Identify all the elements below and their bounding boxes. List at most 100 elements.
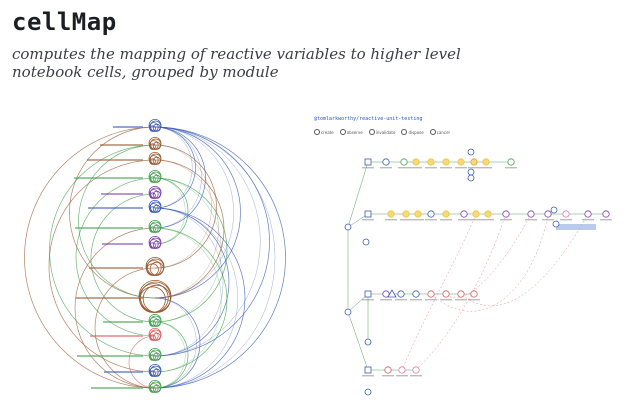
page-title: cellMap xyxy=(12,8,117,36)
graph-node-label-line xyxy=(505,167,517,169)
node-cluster xyxy=(149,176,156,183)
node-label-line xyxy=(113,126,143,128)
graph-node xyxy=(398,366,406,374)
graph-node-triangle xyxy=(387,289,397,298)
graph-node-label-line xyxy=(400,219,412,221)
graph-node-label-line xyxy=(458,219,470,221)
graph-node xyxy=(484,210,492,218)
graph-node xyxy=(552,220,560,228)
graph-node-label-line xyxy=(382,375,394,377)
graph-node xyxy=(362,238,370,246)
arc-link xyxy=(154,207,239,389)
graph-node-label-line xyxy=(362,375,374,377)
legend-item: dispose xyxy=(401,129,424,135)
graph-node xyxy=(382,158,390,166)
dependency-graph xyxy=(306,112,640,400)
node-label-line xyxy=(76,297,143,299)
arc-link xyxy=(154,297,201,389)
arc-link xyxy=(94,267,156,389)
arc-link xyxy=(154,126,193,209)
node-label-line xyxy=(90,335,143,337)
arc-link xyxy=(154,126,270,357)
node-cluster xyxy=(152,190,161,199)
graph-node-label-line xyxy=(362,299,374,301)
node-label-line xyxy=(102,243,143,245)
graph-node xyxy=(544,210,552,218)
node-label-line xyxy=(104,371,143,373)
graph-node xyxy=(482,158,490,166)
graph-node-label-line xyxy=(582,219,594,221)
arc-link xyxy=(154,159,219,299)
graph-node-square xyxy=(364,290,372,298)
graph-edge-dashed xyxy=(445,213,532,298)
graph-node-label-line xyxy=(440,167,452,169)
graph-node-label-line xyxy=(468,299,480,301)
graph-node-label-line xyxy=(395,299,407,301)
graph-node xyxy=(562,210,570,218)
graph-node-label-line xyxy=(468,167,480,169)
node-cluster xyxy=(152,332,161,341)
arc-diagram-svg xyxy=(24,118,286,393)
arc-link xyxy=(154,177,189,245)
arc-link xyxy=(154,321,189,389)
node-cluster xyxy=(152,204,161,213)
graph-node-square xyxy=(364,366,372,374)
arc-link xyxy=(24,126,156,389)
graph-node-label-line xyxy=(425,167,437,169)
graph-node xyxy=(384,366,392,374)
node-cluster xyxy=(149,320,156,327)
node-cluster xyxy=(149,206,156,213)
graph-node xyxy=(344,223,352,231)
graph-node xyxy=(467,168,475,176)
graph-node xyxy=(470,158,478,166)
graph-node xyxy=(507,158,515,166)
node-cluster xyxy=(152,123,161,132)
graph-node-label-line xyxy=(396,375,408,377)
node-label-line xyxy=(100,144,143,146)
arc-link xyxy=(69,126,156,299)
node-label-line xyxy=(75,227,143,229)
arc-link xyxy=(154,144,212,269)
graph-node xyxy=(364,338,372,346)
node-cluster xyxy=(149,158,156,165)
graph-breadcrumb[interactable]: @tomlarkworthy/reactive-unit-testing xyxy=(314,116,423,122)
arc-link xyxy=(154,126,261,357)
arc-link xyxy=(154,207,224,357)
graph-node xyxy=(602,210,610,218)
graph-node-label-line xyxy=(470,219,482,221)
node-label-line xyxy=(89,267,143,269)
graph-node xyxy=(470,290,478,298)
arc-link xyxy=(78,144,156,299)
graph-node-label-line xyxy=(500,219,512,221)
node-cluster xyxy=(152,240,161,249)
arc-link xyxy=(154,126,286,389)
graph-node xyxy=(400,158,408,166)
arc-link xyxy=(154,126,206,229)
graph-node-label-line xyxy=(362,167,374,169)
node-cluster xyxy=(152,156,161,165)
graph-node xyxy=(442,210,450,218)
graph-node-label-line xyxy=(455,299,467,301)
graph-node-label-line xyxy=(410,167,422,169)
node-cluster xyxy=(142,284,171,313)
graph-node-square xyxy=(364,158,372,166)
graph-node-label-line xyxy=(398,167,410,169)
arc-link xyxy=(49,144,156,357)
node-cluster xyxy=(149,334,156,341)
node-label-line xyxy=(103,321,143,323)
arc-link xyxy=(154,207,230,357)
graph-node xyxy=(402,210,410,218)
node-cluster xyxy=(149,192,156,199)
graph-node-label-line xyxy=(480,167,492,169)
node-label-line xyxy=(101,193,143,195)
graph-node xyxy=(427,158,435,166)
graph-node xyxy=(467,148,475,156)
graph-node xyxy=(457,290,465,298)
graph-node-label-line xyxy=(542,219,554,221)
graph-node-label-line xyxy=(482,219,494,221)
graph-node-label-line xyxy=(362,219,374,221)
legend-item: invalidate xyxy=(368,129,395,135)
graph-node xyxy=(442,158,450,166)
graph-edge-bundle xyxy=(556,224,596,230)
arc-link xyxy=(154,177,186,245)
